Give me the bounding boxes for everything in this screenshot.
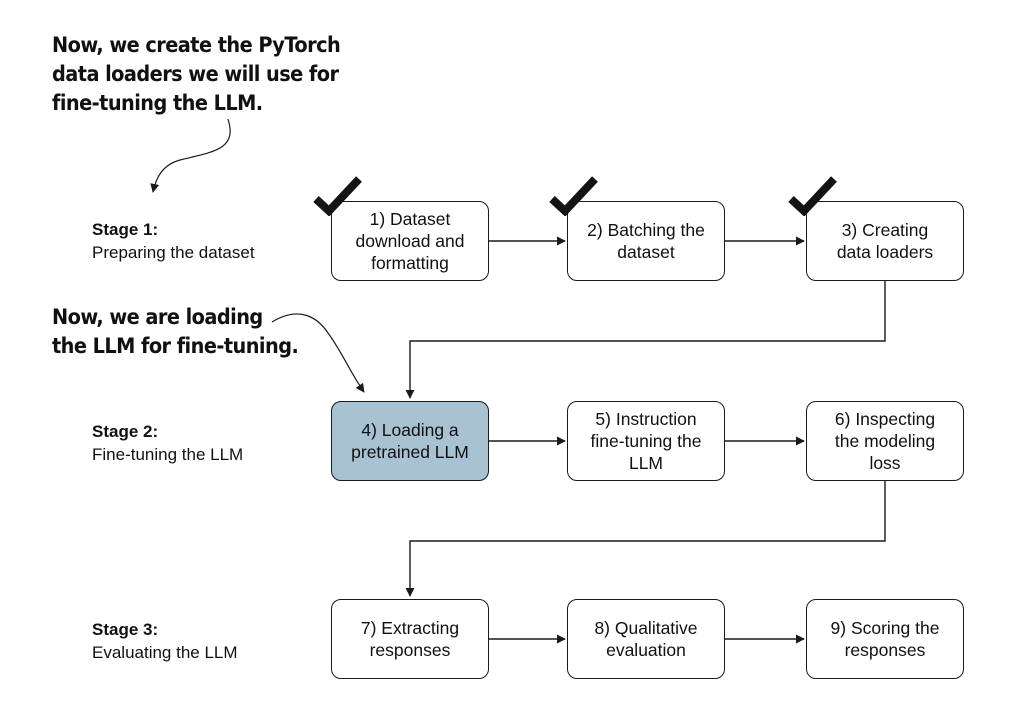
step-extracting-responses: 7) Extracting responses (331, 599, 489, 679)
step-label: 7) Extracting responses (360, 618, 460, 660)
step-label: 8) Qualitative evaluation (594, 618, 698, 660)
arrow-step3-to-step4 (405, 281, 886, 399)
step-batching-dataset: 2) Batching the dataset (567, 201, 725, 281)
step-loading-pretrained-llm: 4) Loading a pretrained LLM (331, 401, 489, 481)
annotation-line: the LLM for fine-tuning. (52, 334, 299, 358)
checkmark-icon (549, 176, 598, 216)
annotation-line: Now, we create the PyTorch (52, 33, 341, 57)
annotation-line: fine-tuning the LLM. (52, 91, 263, 115)
checkmark-icon (788, 176, 837, 216)
step-instruction-finetuning: 5) Instruction fine-tuning the LLM (567, 401, 725, 481)
step-label: 2) Batching the dataset (587, 220, 705, 262)
step-label: 3) Creating data loaders (836, 220, 934, 262)
annotation-line: data loaders we will use for (52, 62, 339, 86)
stage-label-2: Stage 2: Fine-tuning the LLM (92, 420, 243, 466)
stage-subtitle: Preparing the dataset (92, 243, 255, 262)
stage-label-1: Stage 1: Preparing the dataset (92, 218, 255, 264)
stage-label-3: Stage 3: Evaluating the LLM (92, 618, 238, 664)
step-qualitative-evaluation: 8) Qualitative evaluation (567, 599, 725, 679)
step-label: 9) Scoring the responses (830, 618, 940, 660)
step-creating-data-loaders: 3) Creating data loaders (806, 201, 964, 281)
annotation-line: Now, we are loading (52, 305, 263, 329)
stage-title: Stage 3: (92, 620, 159, 639)
step-label: 4) Loading a pretrained LLM (351, 420, 469, 462)
step-dataset-download: 1) Dataset download and formatting (331, 201, 489, 281)
annotation-create-data-loaders: Now, we create the PyTorch data loaders … (52, 31, 341, 118)
step-label: 6) Inspecting the modeling loss (834, 409, 936, 473)
arrow-step6-to-step7 (405, 481, 886, 597)
annotation-pointer-middle (271, 313, 365, 393)
annotation-pointer-top (150, 118, 231, 193)
stage-subtitle: Evaluating the LLM (92, 643, 238, 662)
step-label: 1) Dataset download and formatting (355, 209, 465, 273)
stage-title: Stage 2: (92, 422, 159, 441)
checkmark-icon (313, 176, 362, 216)
stage-subtitle: Fine-tuning the LLM (92, 445, 244, 464)
annotation-loading-llm: Now, we are loading the LLM for fine-tun… (52, 303, 299, 361)
step-inspecting-loss: 6) Inspecting the modeling loss (806, 401, 964, 481)
step-label: 5) Instruction fine-tuning the LLM (590, 409, 702, 473)
stage-title: Stage 1: (92, 220, 159, 239)
step-scoring-responses: 9) Scoring the responses (806, 599, 964, 679)
